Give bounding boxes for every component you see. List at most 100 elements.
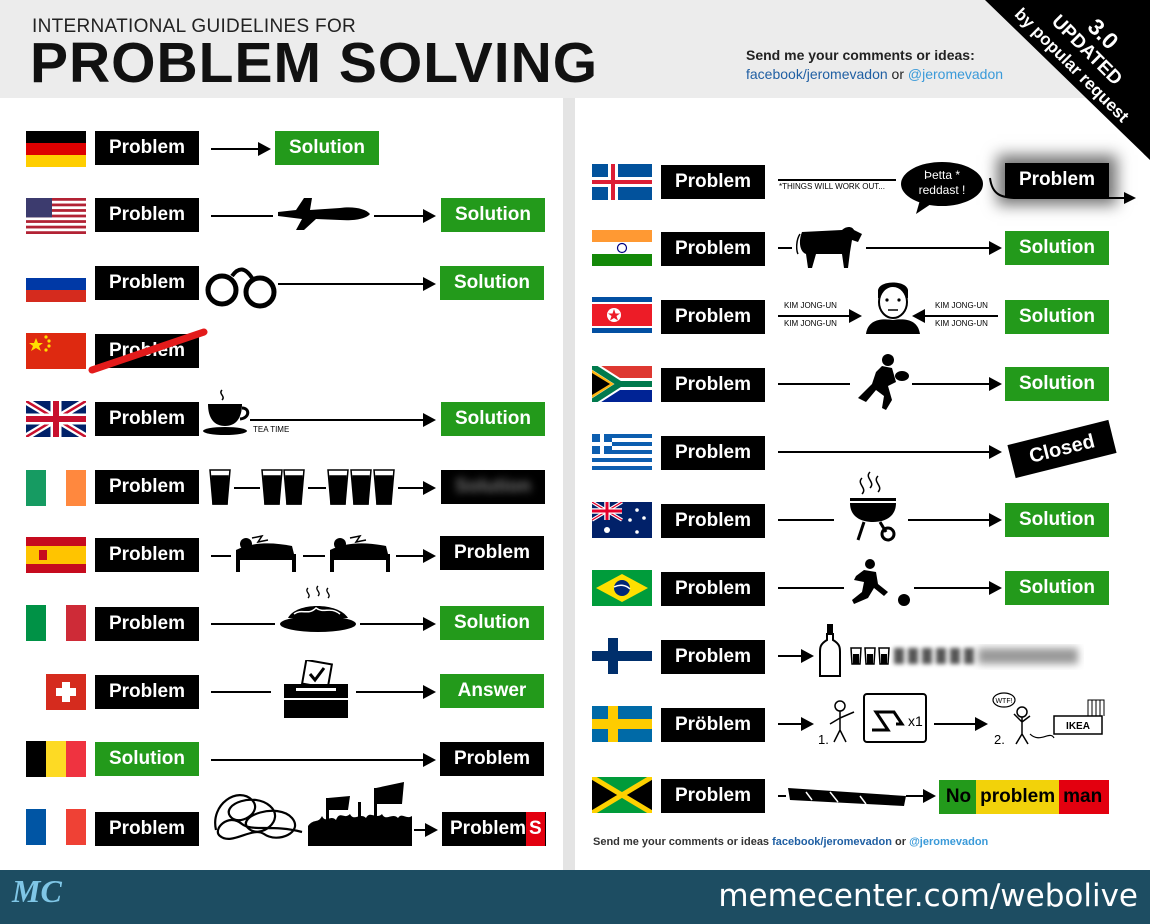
problem-text-yellow: problem [976,780,1060,814]
flag-germany [26,131,86,167]
line [778,519,834,521]
line [303,555,325,557]
reddast-text: reddast ! [919,183,966,197]
ikea-instructions-step2: WTF! 2. IKEA [992,692,1105,747]
arrow [908,513,1002,527]
bottom-send-text: Send me your comments or ideas [593,836,773,848]
arrow [866,241,1002,255]
rugby-player-icon [858,354,909,410]
twitter-link[interactable]: @jeromevadon [907,66,1004,82]
solution-box: Solution [1005,571,1109,605]
kim-jong-un-portrait [866,282,920,334]
line [211,215,273,217]
kim-label-top-left: KIM JONG-UN [784,301,837,310]
problems-text: Problem [450,818,527,839]
solution-box: Solution [95,742,199,776]
problem-box: Problem [95,266,199,300]
problem-box: Problem [440,536,544,570]
solution-box: Solution [441,198,545,232]
kim-label-bottom-right: KIM JONG-UN [935,319,988,328]
teacup-icon [203,389,250,435]
flag-russia [26,266,86,302]
tea-time-label: TEA TIME [253,425,290,434]
tangle-icon [214,794,303,840]
no-text: No [939,780,977,814]
problem-box: Problem [95,538,199,572]
solution-box: Solution [1005,503,1109,537]
problem-box: Problem [95,812,199,846]
or-text: or [887,66,908,82]
times-one-label: x1 [908,713,923,729]
plural-s: S [526,812,545,846]
solution-box: Solution [441,402,545,436]
blurred-solution-text: Solution [455,476,531,497]
problem-box: Problem [661,368,765,402]
wtf-label: WTF! [995,698,1012,705]
arrow [914,581,1002,595]
problem-box: Problem [661,436,765,470]
arrow [778,445,1002,459]
ballot-box-icon [284,660,348,718]
arrow [356,685,436,699]
header-subtitle: INTERNATIONAL GUIDELINES FOR [32,16,357,37]
column-divider [563,98,575,870]
bottom-facebook-link[interactable]: facebook/jeromevadon [772,836,892,848]
site-url[interactable]: memecenter.com/webolive [718,878,1138,914]
drone-icon [278,198,370,230]
problem-box: Problem [661,779,765,813]
flag-greece [592,434,652,470]
flag-china [26,333,86,369]
arrow [396,549,436,563]
flag-finland [592,638,652,674]
handcuffs-icon [205,267,277,309]
flag-iceland [592,164,652,200]
arrow [211,142,271,156]
barbecue-icon [850,471,896,542]
flag-north-korea [592,297,652,333]
bottom-twitter-link[interactable]: @jeromevadon [909,836,989,848]
arrow [906,789,936,803]
line [778,247,792,249]
arrow [398,481,436,495]
swedish-problem-box: Pröblem [661,708,765,742]
closed-sign: Closed [1007,419,1117,479]
solution-box: Solution [1005,367,1109,401]
protest-crowd-icon [308,782,412,846]
flag-italy [26,605,86,641]
solution-box: Solution [1005,231,1109,265]
line [778,179,896,181]
pints-icon [209,469,395,505]
line [211,555,231,557]
man-text: man [1059,780,1109,814]
problem-box: Problem [661,572,765,606]
arrow [778,649,814,663]
solution-box: Solution [440,606,544,640]
curved-arrow [989,177,1136,204]
line [778,587,844,589]
problem-box: Problem [661,165,765,199]
arrow [414,823,438,837]
flag-south-africa [592,366,652,402]
flag-ireland [26,470,86,506]
strike-through-line [88,328,208,374]
problem-box: Problem [95,675,199,709]
flag-spain [26,537,86,573]
flag-uk [26,401,86,437]
petta-text: Þetta * [924,168,960,182]
arrow [778,717,814,731]
contact-links: facebook/jeromevadon or @jeromevadon [746,66,1003,82]
problem-box: Problem [661,640,765,674]
updated-corner-banner: 3.0 UPDATED by popular request [985,0,1150,160]
problem-box: Problem [661,504,765,538]
flag-belgium [26,741,86,777]
ikea-instructions-step1: 1. x1 [818,693,927,747]
memecenter-logo[interactable]: MC [12,873,62,909]
flag-switzerland [46,674,86,710]
problem-box: Problem [661,300,765,334]
flag-jamaica [592,777,652,813]
line [924,315,998,317]
problem-box: Problem [95,402,199,436]
comments-prompt: Send me your comments or ideas: [746,47,975,63]
facebook-link[interactable]: facebook/jeromevadon [746,66,888,82]
